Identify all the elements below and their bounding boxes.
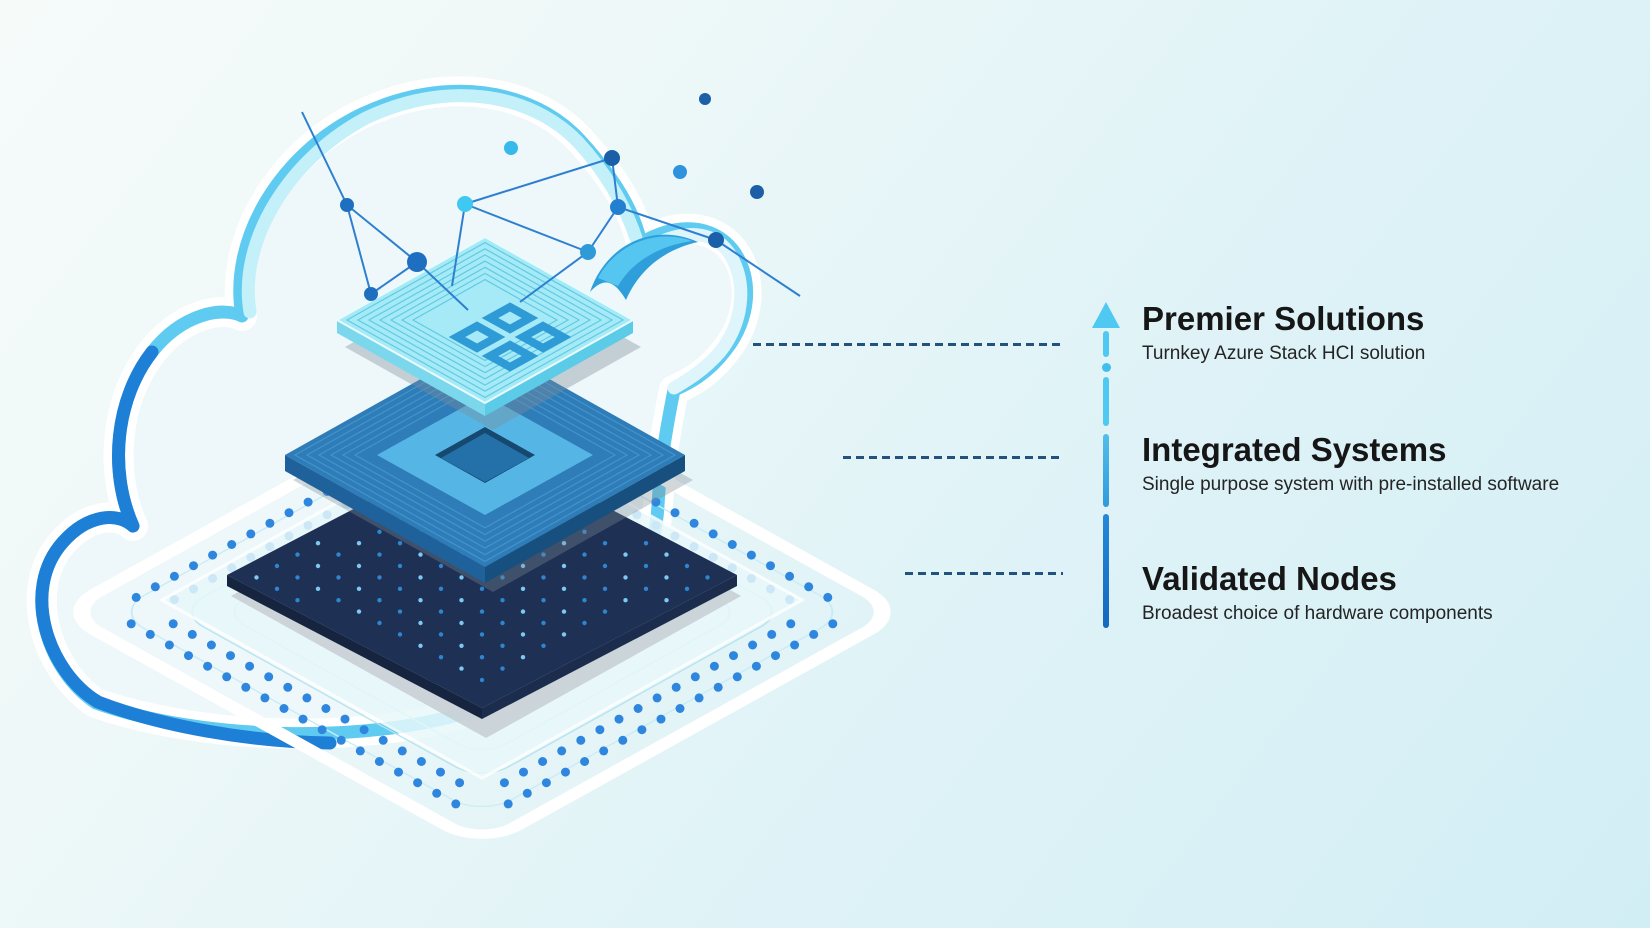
up-arrow-segment-top [1103,331,1109,357]
tier-validated-nodes: Validated Nodes Broadest choice of hardw… [1142,559,1622,627]
tier-description: Turnkey Azure Stack HCI solution [1142,343,1426,364]
up-arrow-head [1092,302,1120,328]
network-graph [301,111,801,311]
tier-title: Integrated Systems [1142,431,1447,468]
up-arrow-segment-middle [1103,434,1109,507]
chip-app-grid-icon [448,302,572,372]
integrated-systems-layer [285,343,685,583]
up-arrow-segment-bottom [1103,514,1109,628]
premier-solutions-layer [334,235,636,416]
leader-line-premier [753,343,1063,346]
up-arrow-segment-upper [1103,377,1109,426]
leader-line-validated [905,572,1063,575]
leader-line-integrated [843,456,1063,459]
tier-title: Premier Solutions [1142,300,1425,337]
tier-integrated-systems: Integrated Systems Single purpose system… [1142,430,1622,498]
tier-description: Single purpose system with pre-installed… [1142,474,1560,495]
tier-premier-solutions: Premier Solutions Turnkey Azure Stack HC… [1142,299,1622,367]
tier-description: Broadest choice of hardware components [1142,603,1493,624]
scatter-dots [504,93,764,199]
tier-title: Validated Nodes [1142,560,1397,597]
cloud-swoosh-highlight [598,236,692,286]
up-arrow-dot [1102,363,1111,372]
